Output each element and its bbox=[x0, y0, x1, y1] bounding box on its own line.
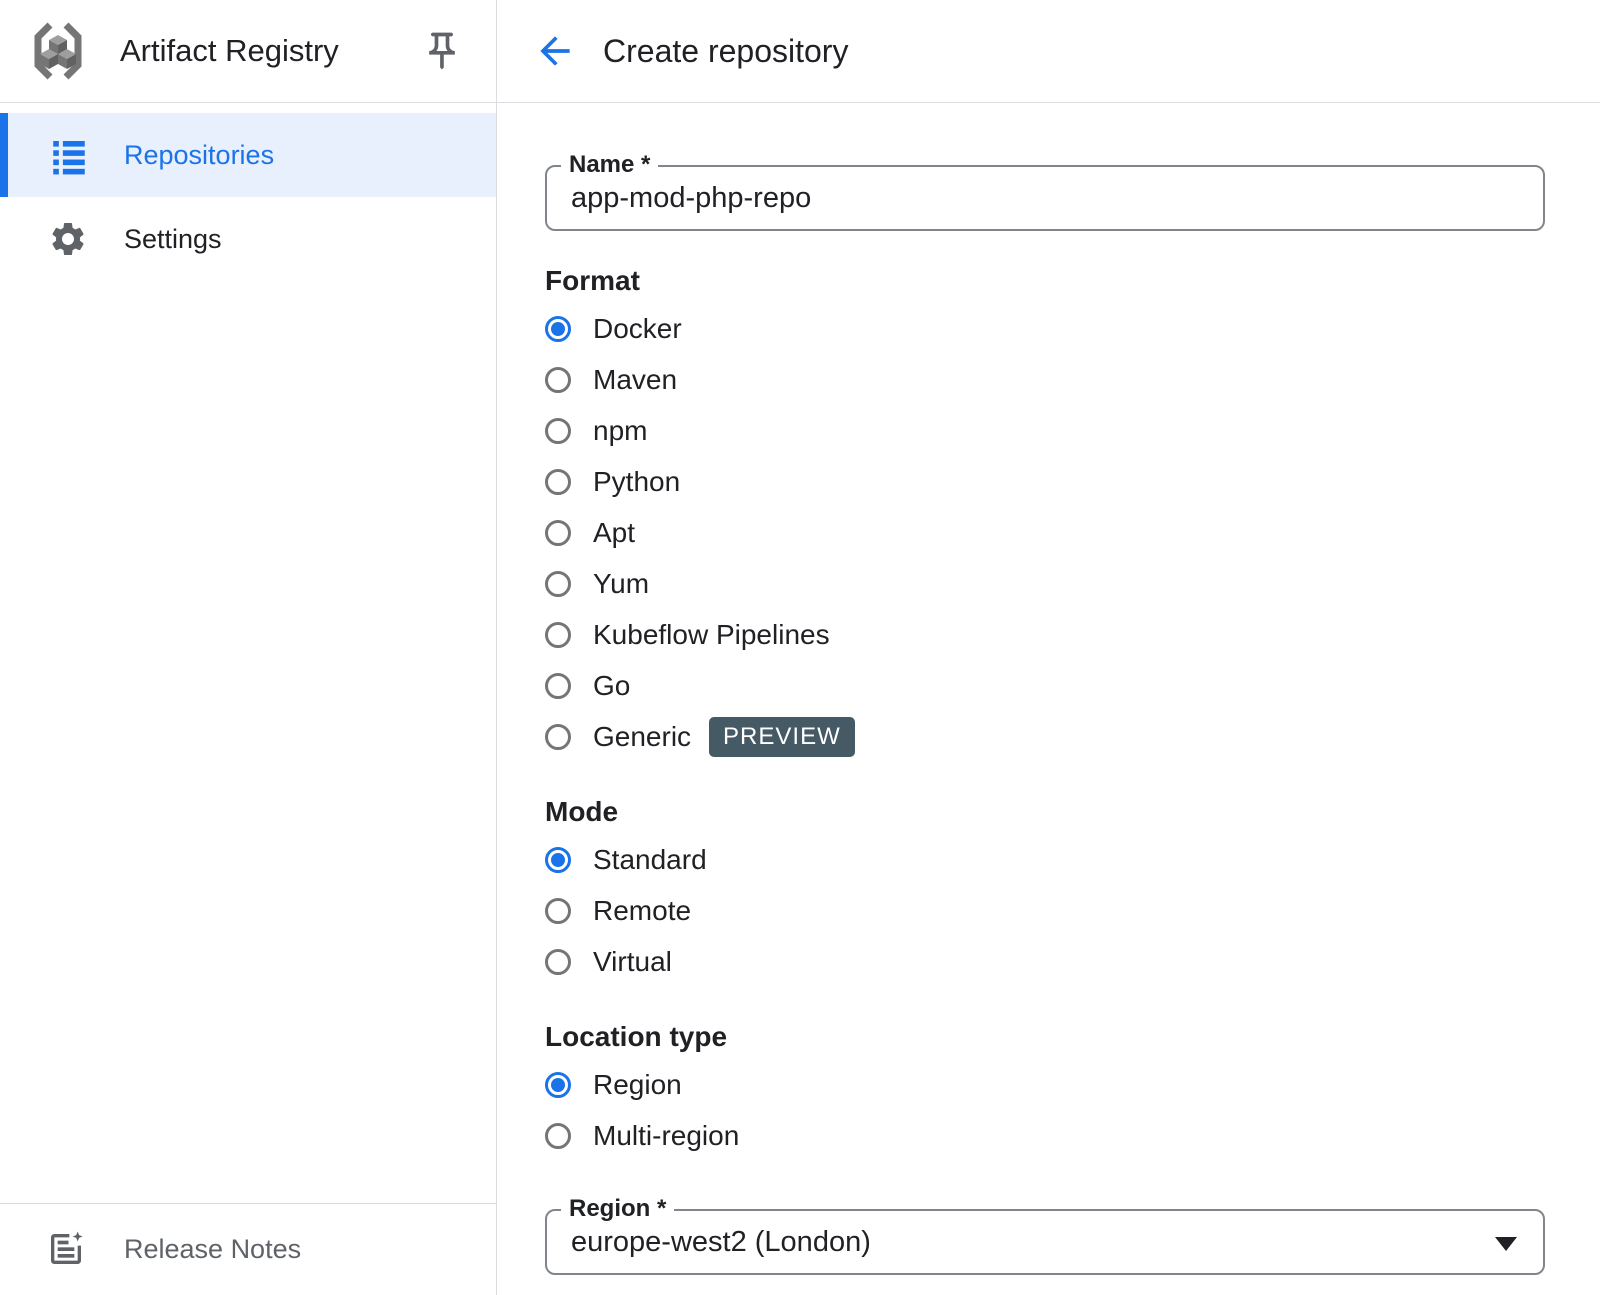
radio-selected-icon[interactable] bbox=[545, 846, 571, 873]
location-type-section-label: Location type bbox=[545, 1021, 728, 1052]
app-title: Artifact Registry bbox=[120, 33, 339, 68]
artifact-registry-logo-icon bbox=[26, 19, 90, 83]
dropdown-arrow-icon[interactable] bbox=[1495, 1237, 1517, 1251]
radio-unselected-icon[interactable] bbox=[545, 948, 571, 975]
radio-option-yum[interactable]: Yum bbox=[545, 558, 1545, 609]
region-select[interactable]: Region * europe-west2 (London) bbox=[545, 1196, 1545, 1275]
radio-unselected-icon[interactable] bbox=[545, 519, 571, 546]
name-field-value: app-mod-php-repo bbox=[571, 181, 812, 214]
sidebar-item-repositories[interactable]: Repositories bbox=[0, 113, 496, 197]
radio-unselected-icon[interactable] bbox=[545, 570, 571, 597]
radio-option-standard[interactable]: Standard bbox=[545, 834, 1545, 885]
list-icon bbox=[48, 134, 90, 176]
radio-label-remote: Remote bbox=[593, 894, 692, 926]
radio-option-multi-region[interactable]: Multi-region bbox=[545, 1110, 1545, 1161]
sidebar-nav: Repositories Settings bbox=[0, 103, 496, 1203]
radio-label-kubeflow-pipelines: Kubeflow Pipelines bbox=[593, 618, 830, 650]
page-title: Create repository bbox=[603, 32, 849, 69]
sidebar-item-label: Release Notes bbox=[124, 1234, 302, 1264]
radio-label-maven: Maven bbox=[593, 363, 678, 395]
arrow-back-icon[interactable] bbox=[533, 29, 577, 73]
radio-unselected-icon[interactable] bbox=[545, 366, 571, 393]
region-select-value: europe-west2 (London) bbox=[571, 1225, 871, 1258]
sidebar-item-release-notes[interactable]: Release Notes bbox=[0, 1203, 496, 1295]
radio-label-python: Python bbox=[593, 465, 681, 497]
name-field-label: Name * bbox=[561, 152, 659, 178]
radio-selected-icon[interactable] bbox=[545, 315, 571, 342]
radio-unselected-icon[interactable] bbox=[545, 468, 571, 495]
radio-option-docker[interactable]: Docker bbox=[545, 303, 1545, 354]
format-section-label: Format bbox=[545, 265, 640, 296]
radio-option-apt[interactable]: Apt bbox=[545, 507, 1545, 558]
radio-unselected-icon[interactable] bbox=[545, 897, 571, 924]
radio-label-region: Region bbox=[593, 1068, 682, 1100]
main-panel: Create repository Name * app-mod-php-rep… bbox=[497, 0, 1600, 1295]
radio-selected-icon[interactable] bbox=[545, 1071, 571, 1098]
radio-option-go[interactable]: Go bbox=[545, 660, 1545, 711]
release-notes-icon bbox=[46, 1229, 88, 1271]
radio-label-generic: Generic bbox=[593, 720, 692, 752]
radio-label-standard: Standard bbox=[593, 843, 707, 875]
page-header: Create repository bbox=[497, 0, 1600, 103]
mode-section-label: Mode bbox=[545, 796, 619, 827]
sidebar-item-settings[interactable]: Settings bbox=[0, 197, 496, 281]
name-field[interactable]: Name * app-mod-php-repo bbox=[545, 152, 1545, 231]
radio-option-npm[interactable]: npm bbox=[545, 405, 1545, 456]
sidebar-item-label: Settings bbox=[124, 223, 222, 254]
sidebar-header: Artifact Registry bbox=[0, 0, 496, 103]
radio-option-generic[interactable]: Generic PREVIEW bbox=[545, 711, 1545, 762]
radio-label-yum: Yum bbox=[593, 567, 650, 599]
radio-unselected-icon[interactable] bbox=[545, 1122, 571, 1149]
radio-unselected-icon[interactable] bbox=[545, 417, 571, 444]
pin-icon[interactable] bbox=[420, 29, 464, 73]
radio-unselected-icon[interactable] bbox=[545, 723, 571, 750]
sidebar-item-label: Repositories bbox=[124, 139, 275, 170]
radio-label-multi-region: Multi-region bbox=[593, 1119, 740, 1151]
radio-option-maven[interactable]: Maven bbox=[545, 354, 1545, 405]
region-select-label: Region * bbox=[561, 1196, 675, 1222]
radio-option-remote[interactable]: Remote bbox=[545, 885, 1545, 936]
radio-label-docker: Docker bbox=[593, 312, 682, 344]
radio-label-virtual: Virtual bbox=[593, 945, 672, 977]
sidebar: Artifact Registry Repositories bbox=[0, 0, 497, 1295]
gear-icon bbox=[48, 218, 90, 260]
radio-option-kubeflow-pipelines[interactable]: Kubeflow Pipelines bbox=[545, 609, 1545, 660]
radio-option-python[interactable]: Python bbox=[545, 456, 1545, 507]
preview-badge: PREVIEW bbox=[709, 716, 855, 757]
radio-unselected-icon[interactable] bbox=[545, 621, 571, 648]
radio-label-go: Go bbox=[593, 669, 631, 701]
radio-label-npm: npm bbox=[593, 414, 648, 446]
radio-unselected-icon[interactable] bbox=[545, 672, 571, 699]
radio-option-region[interactable]: Region bbox=[545, 1059, 1545, 1110]
radio-option-virtual[interactable]: Virtual bbox=[545, 936, 1545, 987]
radio-label-apt: Apt bbox=[593, 516, 636, 548]
